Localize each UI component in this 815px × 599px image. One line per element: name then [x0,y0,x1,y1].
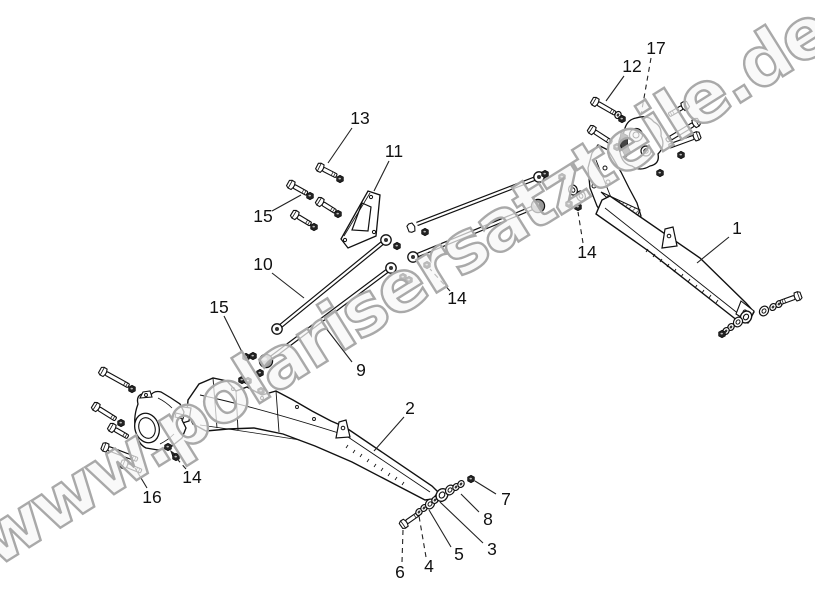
part-label-5: 5 [454,544,464,564]
part-label-14: 14 [577,242,597,262]
leader-line-16 [134,467,148,489]
part-label-14: 14 [182,467,202,487]
part-label-2: 2 [405,398,415,418]
part-label-10: 10 [253,254,273,274]
part-label-14: 14 [447,288,467,308]
part-label-9: 9 [356,360,366,380]
leader-line-3 [439,501,484,544]
leader-layer [134,57,730,563]
leader-line-7 [474,480,497,495]
mount-plate-11 [340,190,381,249]
leader-line-13 [327,127,353,164]
part-label-6: 6 [395,562,405,582]
part-label-15: 15 [209,297,228,317]
part-label-1: 1 [732,218,742,238]
part-label-7: 7 [501,489,511,509]
watermark-text: www.polarisersatzteile.de [0,0,815,584]
leader-line-10 [271,272,305,299]
trailing-arm-right [595,195,755,324]
part-label-15: 15 [253,206,272,226]
leader-line-11 [373,160,390,192]
leader-line-9 [321,322,353,363]
leader-line-12 [605,75,625,102]
part-label-12: 12 [622,56,641,76]
leader-line-4 [418,515,427,558]
leader-line-2 [373,416,405,452]
knuckle-16 [134,390,187,462]
leader-line-8 [460,493,480,513]
part-label-13: 13 [350,108,369,128]
part-label-17: 17 [646,38,665,58]
part-label-4: 4 [424,556,434,576]
stabilizer-rod-upper-10 [271,171,545,335]
arm-right-end-hardware [718,290,804,339]
bracket-17 [618,116,664,170]
part-label-16: 16 [142,487,161,507]
part-label-8: 8 [483,509,493,529]
stabilizer-rod-lower-9 [258,198,546,369]
leader-line-14 [171,452,187,470]
leader-line-1 [696,236,730,264]
leader-line-5 [428,509,452,548]
leader-line-15 [223,315,243,353]
part-label-3: 3 [487,539,497,559]
leader-line-17 [640,57,652,116]
part-label-11: 11 [385,141,403,161]
arm-left-end-hardware [397,474,475,531]
leader-line-15 [271,194,302,212]
upper-mount-bolts-left [285,161,344,232]
leader-line-6 [401,529,404,563]
leader-line-14 [429,268,451,292]
